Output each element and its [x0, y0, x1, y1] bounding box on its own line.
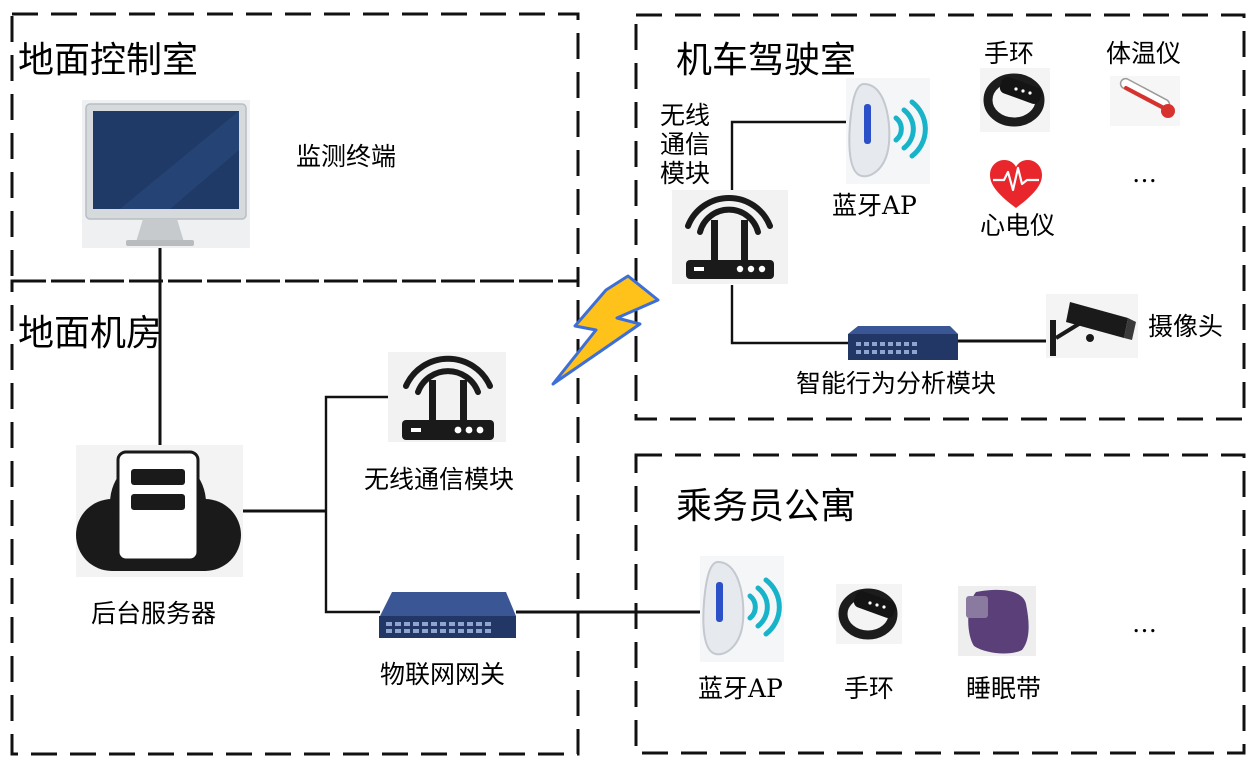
cab-more-ellipsis: …	[1132, 159, 1157, 188]
cab-wristband-icon	[980, 68, 1050, 132]
cab-wireless-line-1: 无线	[660, 101, 710, 130]
monitor-terminal	[82, 100, 250, 248]
cab-wireless-line-3: 模块	[660, 159, 710, 188]
label-cab-wristband: 手环	[984, 39, 1034, 68]
ground-router-icon	[388, 352, 506, 442]
cloud-server-icon	[76, 445, 243, 577]
wire-cab-router-ap	[730, 120, 848, 190]
apt-wristband-icon	[836, 584, 902, 644]
connection-wires	[158, 120, 1052, 614]
gateway-front	[379, 616, 516, 638]
label-apt-wristband: 手环	[844, 674, 894, 703]
cab-router-icon	[672, 190, 788, 284]
label-ecg-monitor: 心电仪	[980, 211, 1055, 240]
gateway-top	[380, 592, 516, 616]
server-bay-1	[131, 469, 185, 485]
label-monitor-terminal: 监测终端	[296, 142, 396, 171]
iot-gateway-icon	[379, 592, 516, 638]
cab-bluetooth-ap-icon	[846, 78, 930, 184]
ground-machine-room-box	[10, 279, 580, 756]
monitor-screen-glare	[120, 111, 239, 209]
label-behavior-analysis-module: 智能行为分析模块	[796, 369, 996, 398]
region-title-machine-room: 地面机房	[18, 313, 162, 354]
thermometer-icon	[1110, 76, 1180, 126]
cab-wireless-line-2: 通信	[660, 130, 710, 159]
camera-icon	[1046, 294, 1138, 358]
apt-ap-led	[716, 582, 723, 622]
label-iot-gateway: 物联网网关	[380, 660, 505, 689]
sleep-belt-icon	[958, 586, 1036, 656]
cab-ap-led	[864, 104, 871, 144]
apt-more-ellipsis: …	[1132, 609, 1157, 638]
wire-bus-wireless	[324, 395, 390, 614]
label-ground-wireless-module: 无线通信模块	[364, 465, 514, 494]
region-title-apartment: 乘务员公寓	[676, 486, 856, 527]
lightning-icon	[551, 274, 660, 386]
region-title-control-room: 地面控制室	[18, 40, 198, 81]
heart-icon	[990, 160, 1042, 208]
label-cab-wireless-module: 无线 通信 模块	[660, 101, 718, 188]
behavior-analysis-module-icon	[848, 326, 958, 360]
crew-apartment-box	[634, 453, 1246, 755]
sleep-belt-clip	[966, 596, 988, 618]
label-apt-bluetooth-ap: 蓝牙AP	[698, 674, 783, 703]
server-bay-2	[131, 494, 185, 510]
apt-bluetooth-ap-icon	[700, 556, 784, 662]
apt-ap-body	[702, 560, 745, 656]
monitor-stand	[136, 219, 184, 242]
label-cab-bluetooth-ap: 蓝牙AP	[832, 191, 917, 220]
label-camera: 摄像头	[1148, 312, 1223, 341]
wire-cab-router-analyzer	[730, 285, 848, 345]
label-thermometer: 体温仪	[1106, 39, 1181, 68]
region-title-cab: 机车驾驶室	[676, 40, 856, 81]
label-backend-server: 后台服务器	[91, 599, 216, 628]
monitor-base	[126, 240, 194, 246]
label-sleep-belt: 睡眠带	[966, 674, 1041, 703]
